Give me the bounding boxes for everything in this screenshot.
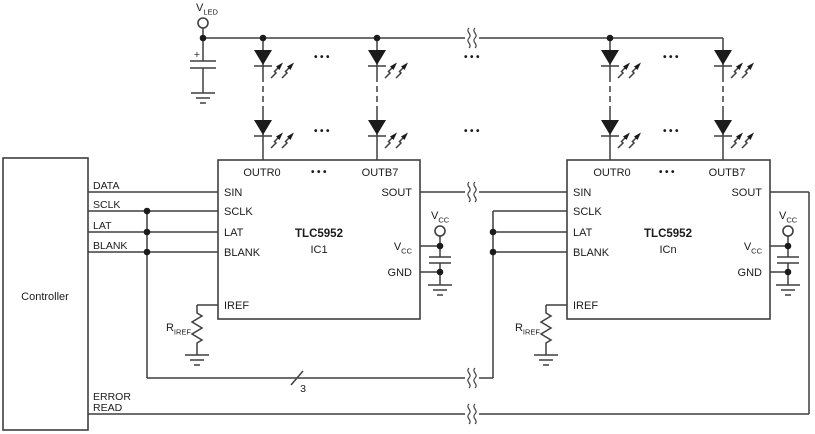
led-icon <box>600 119 642 149</box>
icn-pin-sclk: SCLK <box>573 206 602 218</box>
error-read-wire <box>88 191 810 415</box>
led-icon <box>367 119 409 149</box>
ic1-pin-vcc: VCC <box>394 241 413 256</box>
error-signal-label: ERROR <box>93 391 131 403</box>
icn-pin-outr0: OUTR0 <box>593 167 630 179</box>
line-break-icon <box>467 367 477 389</box>
ic1-pin-gnd: GND <box>388 267 413 279</box>
more-channels-dots: ••• <box>464 126 482 137</box>
ic1-riref-network <box>184 304 218 366</box>
ic1-pin-iref: IREF <box>224 300 249 312</box>
ic1-pin-lat: LAT <box>224 227 244 239</box>
controller-box <box>2 157 89 431</box>
icn-box <box>566 159 771 320</box>
icn-riref-network <box>533 304 567 366</box>
icn-pin-blank: BLANK <box>573 247 610 259</box>
icn-designator: ICn <box>659 244 676 256</box>
led-icon <box>367 49 409 79</box>
icn-pin-sout: SOUT <box>731 187 762 199</box>
led-string-2 <box>367 38 409 160</box>
led-icon <box>713 49 755 79</box>
led-icon <box>253 119 295 149</box>
ic1-pin-sclk: SCLK <box>224 206 253 218</box>
icn-pin-vcc: VCC <box>744 241 763 256</box>
led-icon <box>253 49 295 79</box>
icn-part-number: TLC5952 <box>644 228 692 240</box>
more-channels-dots: ••• <box>464 52 482 63</box>
cap-plus-label: + <box>194 49 200 61</box>
vled-terminal <box>197 17 209 38</box>
icn-riref-label: RIREF <box>515 322 540 337</box>
more-channels-dots: ••• <box>314 126 332 137</box>
bus-width-slash <box>290 370 304 386</box>
line-break-icon <box>467 403 477 425</box>
ic1-riref-label: RIREF <box>166 322 191 337</box>
vled-capacitor <box>190 38 216 104</box>
junction-dots <box>143 34 792 276</box>
vled-label: VLED <box>196 2 219 17</box>
icn-pin-sin: SIN <box>573 187 591 199</box>
led-string-4 <box>713 38 755 160</box>
icn-more-outputs-dots: ••• <box>659 167 677 178</box>
icn-pin-iref: IREF <box>573 300 598 312</box>
ic1-vcc-terminal-label: VCC <box>431 210 450 225</box>
ic1-pin-sin: SIN <box>224 187 242 199</box>
ic1-designator: IC1 <box>310 244 327 256</box>
controller-label: Controller <box>21 291 69 303</box>
ic1-part-number: TLC5952 <box>295 228 343 240</box>
led-string-3 <box>600 38 642 160</box>
lat-signal-label: LAT <box>93 220 112 232</box>
ic1-pin-outb7: OUTB7 <box>362 167 399 179</box>
read-signal-label: READ <box>93 402 123 414</box>
data-signal-label: DATA <box>93 180 119 192</box>
ic1-pin-sout: SOUT <box>381 187 412 199</box>
ic1-pin-outr0: OUTR0 <box>243 167 280 179</box>
blank-signal-label: BLANK <box>93 240 127 252</box>
icn-vcc-terminal-label: VCC <box>779 210 798 225</box>
bus-width-label: 3 <box>300 383 306 395</box>
ic1-pin-blank: BLANK <box>224 247 261 259</box>
line-break-icon <box>467 27 477 49</box>
icn-pin-lat: LAT <box>573 227 593 239</box>
icn-pin-gnd: GND <box>738 267 763 279</box>
icn-pin-outb7: OUTB7 <box>709 167 746 179</box>
more-channels-dots: ••• <box>314 52 332 63</box>
more-channels-dots: ••• <box>663 126 681 137</box>
sclk-signal-label: SCLK <box>93 199 120 211</box>
bus-wire <box>146 210 567 379</box>
led-icon <box>600 49 642 79</box>
ic1-box <box>217 159 421 320</box>
icn-vcc-network <box>770 225 801 296</box>
led-string-1 <box>253 38 295 160</box>
line-break-icon <box>467 181 477 203</box>
ic1-more-outputs-dots: ••• <box>311 167 329 178</box>
ic1-vcc-network <box>420 225 453 296</box>
more-channels-dots: ••• <box>663 52 681 63</box>
led-icon <box>713 119 755 149</box>
